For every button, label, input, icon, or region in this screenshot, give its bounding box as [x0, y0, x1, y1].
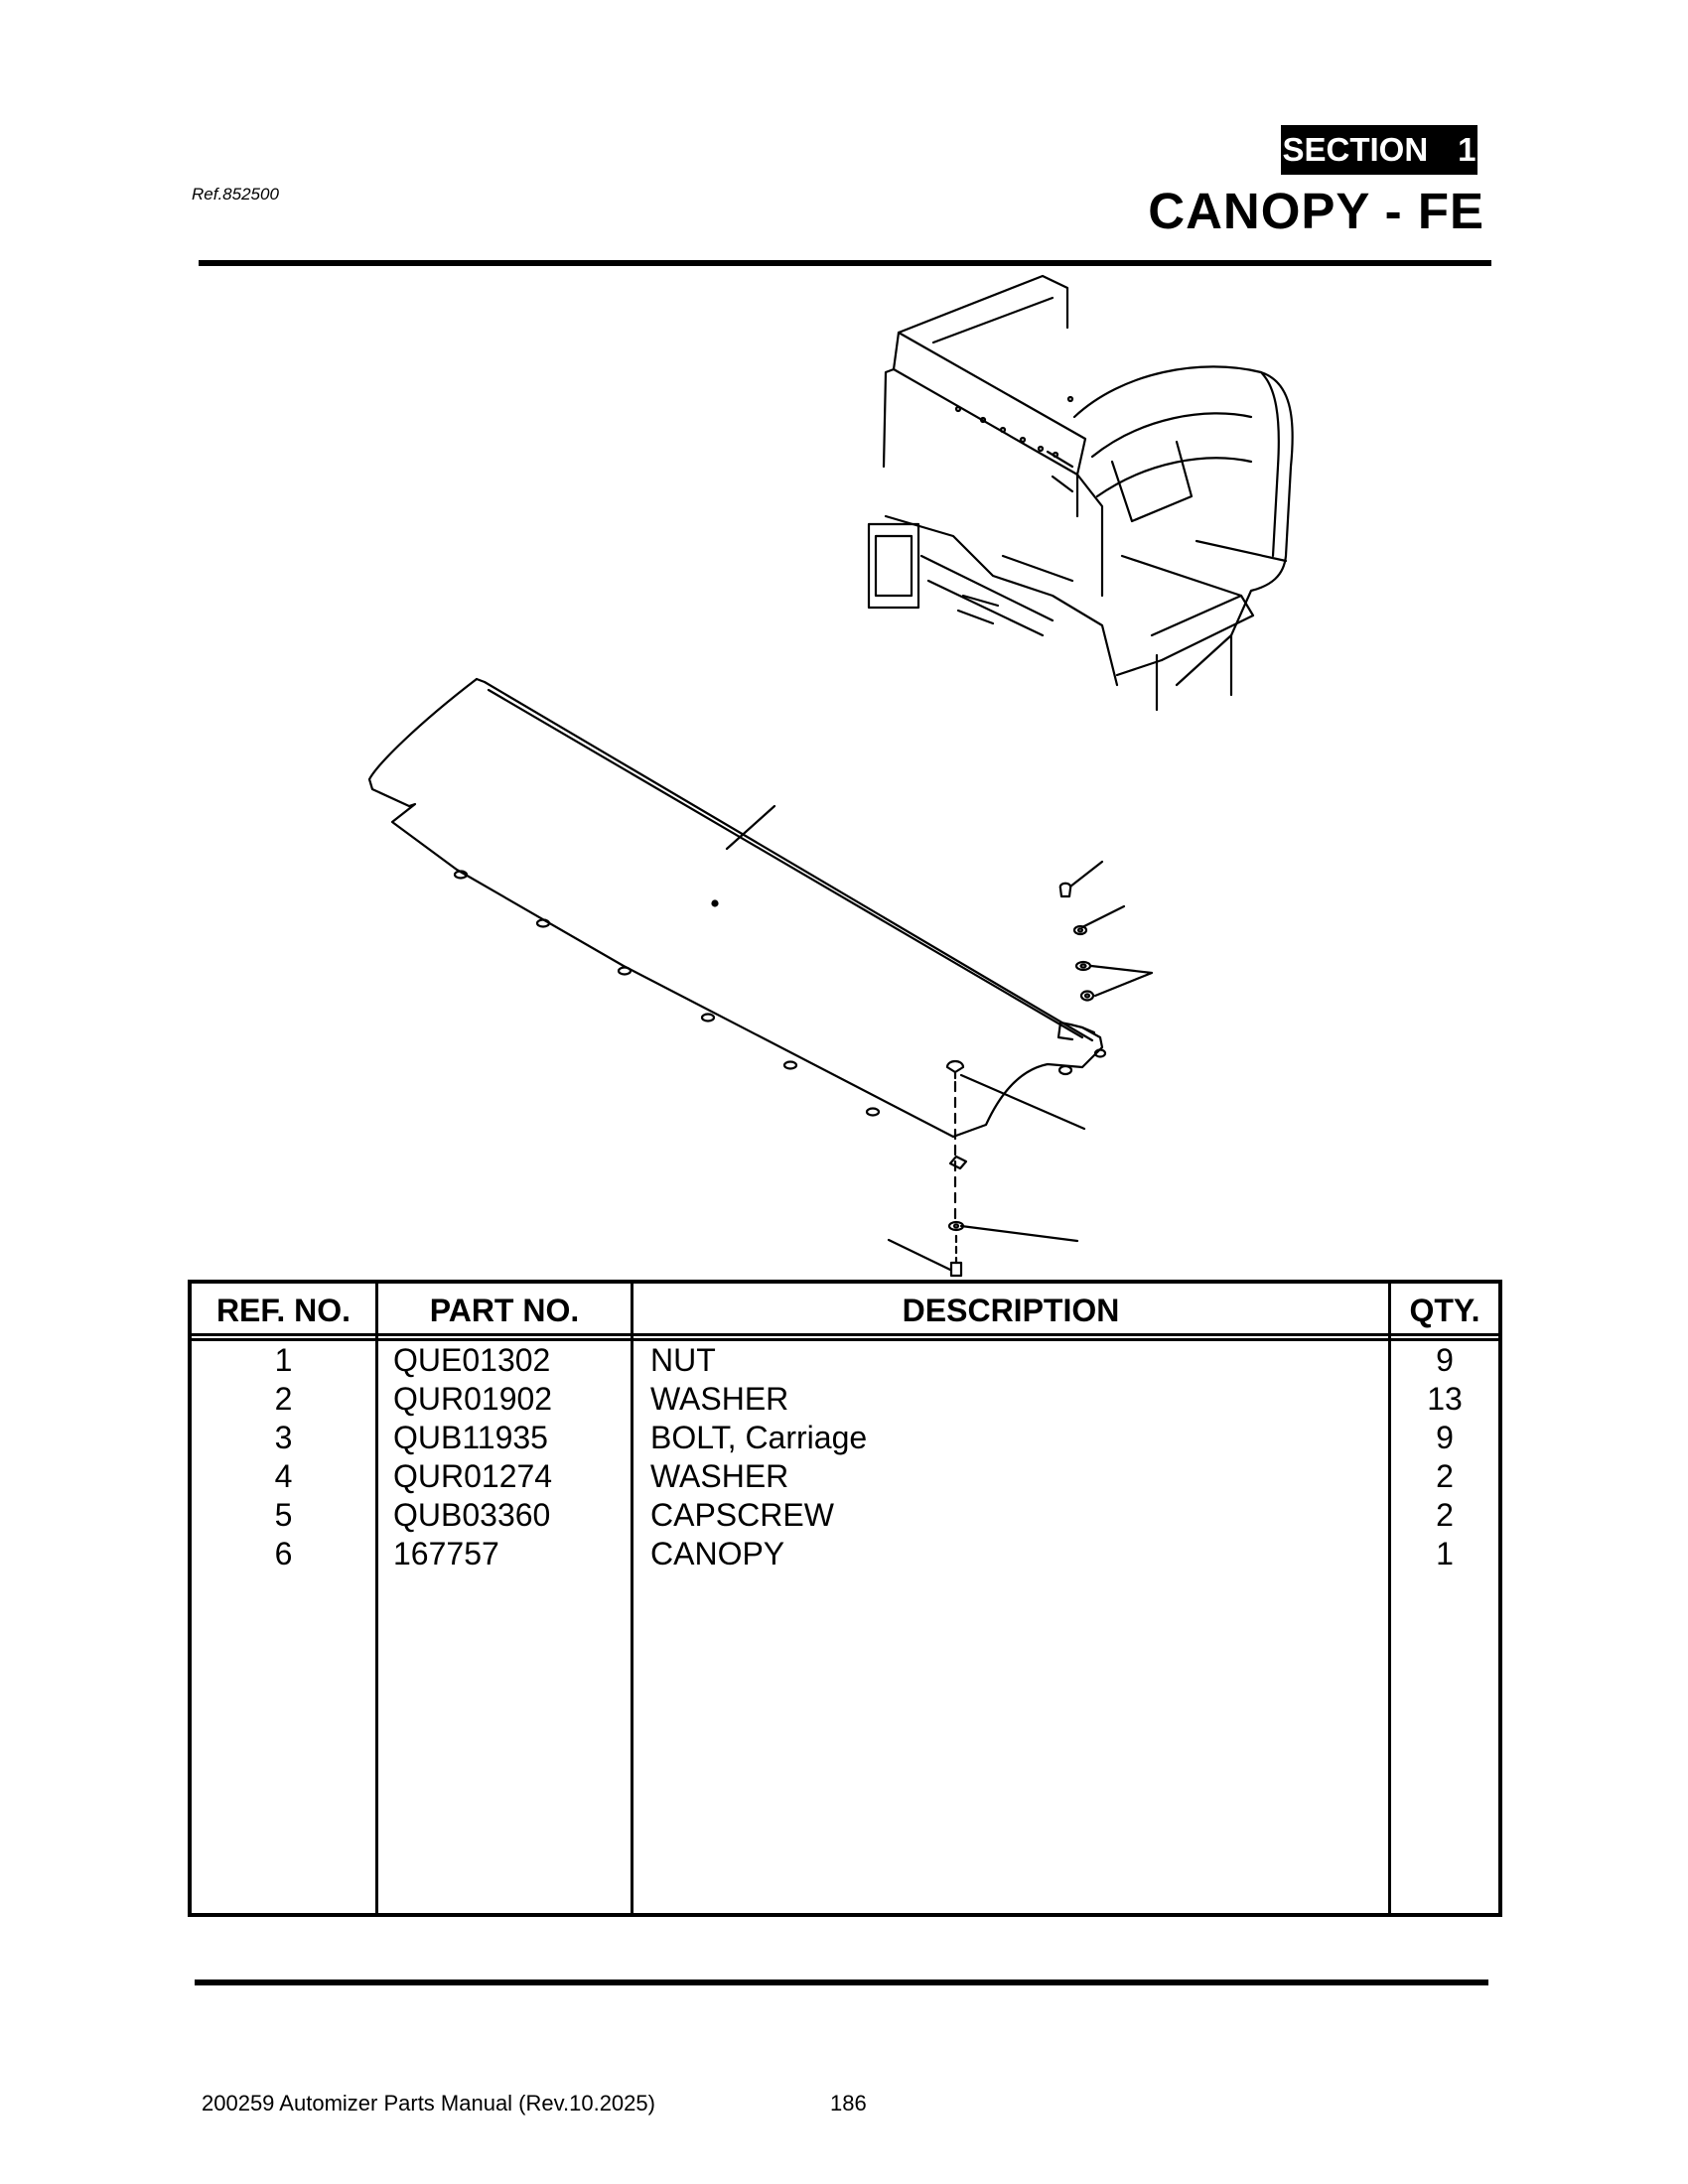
ref-no-cell: 6: [274, 1536, 293, 1571]
section-number: 1: [1458, 131, 1477, 168]
bottom-divider: [195, 1979, 1488, 1985]
qty-cell: 13: [1427, 1381, 1463, 1417]
header-part-no: PART NO.: [429, 1292, 580, 1328]
page-title: CANOPY - FE: [1148, 183, 1484, 239]
table-header-divider: [192, 1338, 1498, 1341]
qty-cell: 2: [1436, 1497, 1454, 1533]
table-column-divider: [1388, 1284, 1391, 1913]
qty-cell: 9: [1436, 1420, 1454, 1455]
section-badge: SECTION 1: [1281, 125, 1477, 175]
machine-overview-illustration: [867, 274, 1294, 712]
part-no-cell: QUR01902: [393, 1381, 553, 1417]
ref-no-cell: 2: [274, 1381, 293, 1417]
part-no-cell: QUB11935: [393, 1420, 548, 1455]
top-divider: [199, 260, 1491, 266]
table-row: 5 QUB03360 CAPSCREW 2: [192, 1496, 1498, 1535]
table-row: 4 QUR01274 WASHER 2: [192, 1457, 1498, 1496]
table-row: 2 QUR01902 WASHER 13: [192, 1380, 1498, 1419]
header-ref-no: REF. NO.: [215, 1292, 352, 1328]
table-header-divider: [192, 1333, 1498, 1336]
table-column-divider: [375, 1284, 378, 1913]
description-cell: NUT: [650, 1342, 716, 1378]
canopy-panel-illustration: [367, 677, 1107, 1170]
table-row: 6 167757 CANOPY 1: [192, 1535, 1498, 1573]
footer-manual-title: 200259 Automizer Parts Manual (Rev.10.20…: [202, 2091, 655, 2116]
parts-table: REF. NO. PART NO. DESCRIPTION QTY. 1 QUE…: [188, 1280, 1502, 1917]
description-cell: WASHER: [650, 1381, 789, 1417]
hardware-stack-illustration: [1058, 860, 1154, 1002]
qty-cell: 2: [1436, 1458, 1454, 1494]
ref-no-cell: 4: [274, 1458, 293, 1494]
header-qty: QTY.: [1409, 1292, 1480, 1328]
section-label: SECTION: [1282, 131, 1429, 168]
description-cell: CANOPY: [650, 1536, 785, 1571]
table-row: 3 QUB11935 BOLT, Carriage 9: [192, 1419, 1498, 1457]
exploded-parts-drawing: [367, 274, 1294, 1278]
qty-cell: 1: [1436, 1536, 1454, 1571]
table-column-divider: [631, 1284, 633, 1913]
description-cell: BOLT, Carriage: [650, 1420, 868, 1455]
ref-no-cell: 3: [274, 1420, 293, 1455]
part-no-cell: 167757: [393, 1536, 499, 1571]
part-no-cell: QUE01302: [393, 1342, 551, 1378]
part-no-cell: QUR01274: [393, 1458, 553, 1494]
carriage-bolt-stack-illustration: [887, 1059, 1086, 1278]
page-number: 186: [830, 2091, 867, 2116]
description-cell: CAPSCREW: [650, 1497, 834, 1533]
part-no-cell: QUB03360: [393, 1497, 551, 1533]
qty-cell: 9: [1436, 1342, 1454, 1378]
ref-no-cell: 1: [274, 1342, 293, 1378]
description-cell: WASHER: [650, 1458, 789, 1494]
reference-number: Ref.852500: [192, 185, 279, 204]
header-description: DESCRIPTION: [902, 1292, 1120, 1328]
table-row: 1 QUE01302 NUT 9: [192, 1341, 1498, 1380]
ref-no-cell: 5: [274, 1497, 293, 1533]
